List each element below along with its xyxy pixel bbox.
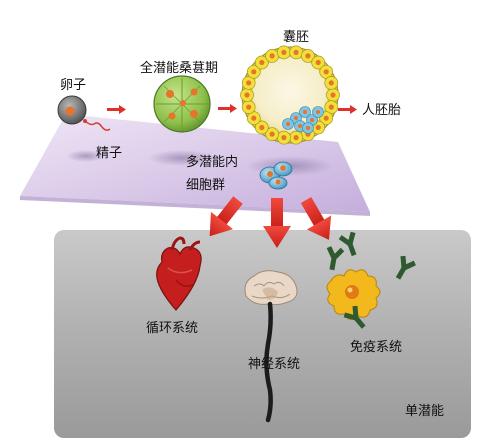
morula-cell bbox=[153, 75, 211, 133]
inner-cell-mass bbox=[282, 106, 324, 134]
label-nervous-system: 神经系统 bbox=[248, 357, 301, 372]
label-immune-system: 免疫系统 bbox=[350, 340, 403, 355]
inner-mass-nucleus bbox=[306, 126, 310, 130]
inner-mass-nucleus bbox=[310, 118, 314, 122]
inner-cell-cluster bbox=[259, 161, 293, 190]
antibody-group bbox=[326, 231, 416, 329]
step-arrow-2 bbox=[218, 104, 237, 113]
inner-mass-nucleus bbox=[294, 116, 298, 120]
inner-mass-nucleus bbox=[298, 124, 302, 128]
antibody-icon bbox=[326, 246, 345, 271]
antibody-icon bbox=[338, 231, 357, 257]
trophoblast-nucleus bbox=[323, 69, 329, 75]
trophoblast-nucleus bbox=[315, 59, 321, 66]
trophoblast-nucleus bbox=[315, 124, 321, 131]
label-egg: 卵子 bbox=[60, 78, 87, 93]
antibody-icon bbox=[343, 305, 366, 329]
label-blastocyst: 囊胚 bbox=[283, 30, 310, 45]
label-circulatory-system: 循环系统 bbox=[146, 321, 199, 336]
blastocyst-cell bbox=[240, 45, 340, 145]
brain-illustration bbox=[244, 270, 298, 423]
step-arrow-1 bbox=[107, 105, 126, 114]
trophoblast-nucleus bbox=[293, 135, 299, 141]
label-sperm: 精子 bbox=[96, 146, 123, 161]
immune-cell-illustration bbox=[326, 269, 381, 320]
trophoblast-nucleus bbox=[281, 135, 287, 141]
inner-mass-nucleus bbox=[286, 122, 290, 126]
trophoblast-nucleus bbox=[293, 49, 299, 56]
antibody-icon bbox=[395, 255, 416, 280]
label-unipotent: 单潜能 bbox=[405, 404, 445, 419]
trophoblast-nucleus bbox=[323, 115, 329, 121]
heart-illustration bbox=[156, 236, 202, 311]
inner-mass-nucleus bbox=[316, 110, 320, 114]
arrow-to-circulatory bbox=[209, 196, 243, 237]
trophoblast-nucleus bbox=[246, 80, 252, 86]
trophoblast-nucleus bbox=[251, 115, 257, 121]
arrow-to-nervous bbox=[263, 198, 291, 248]
trophoblast-nucleus bbox=[269, 131, 275, 137]
egg-shadow bbox=[66, 150, 106, 162]
label-inner-cell-mass-1: 多潜能内 bbox=[186, 155, 239, 170]
trophoblast-nucleus bbox=[259, 124, 265, 131]
label-inner-cell-mass-2: 细胞群 bbox=[186, 178, 226, 193]
trophoblast-nucleus bbox=[244, 92, 250, 98]
trophoblast-nucleus bbox=[328, 104, 334, 110]
trophoblast-nucleus bbox=[259, 59, 265, 66]
trophoblast-ring bbox=[240, 45, 340, 145]
egg-cell bbox=[57, 95, 111, 131]
morula-shadow bbox=[148, 150, 216, 166]
inner-mass-nucleus bbox=[303, 110, 307, 114]
trophoblast-nucleus bbox=[269, 53, 275, 59]
trophoblast-nucleus bbox=[330, 92, 336, 98]
trophoblast-nucleus bbox=[251, 69, 257, 75]
label-human-embryo: 人胚胎 bbox=[362, 103, 402, 118]
trophoblast-nucleus bbox=[246, 104, 252, 110]
trophoblast-nucleus bbox=[328, 80, 334, 86]
label-morula: 全潜能桑葚期 bbox=[140, 61, 219, 76]
step-arrow-3 bbox=[338, 105, 357, 114]
trophoblast-nucleus bbox=[281, 49, 287, 56]
arrow-to-immune bbox=[300, 197, 332, 240]
trophoblast-nucleus bbox=[305, 53, 311, 59]
